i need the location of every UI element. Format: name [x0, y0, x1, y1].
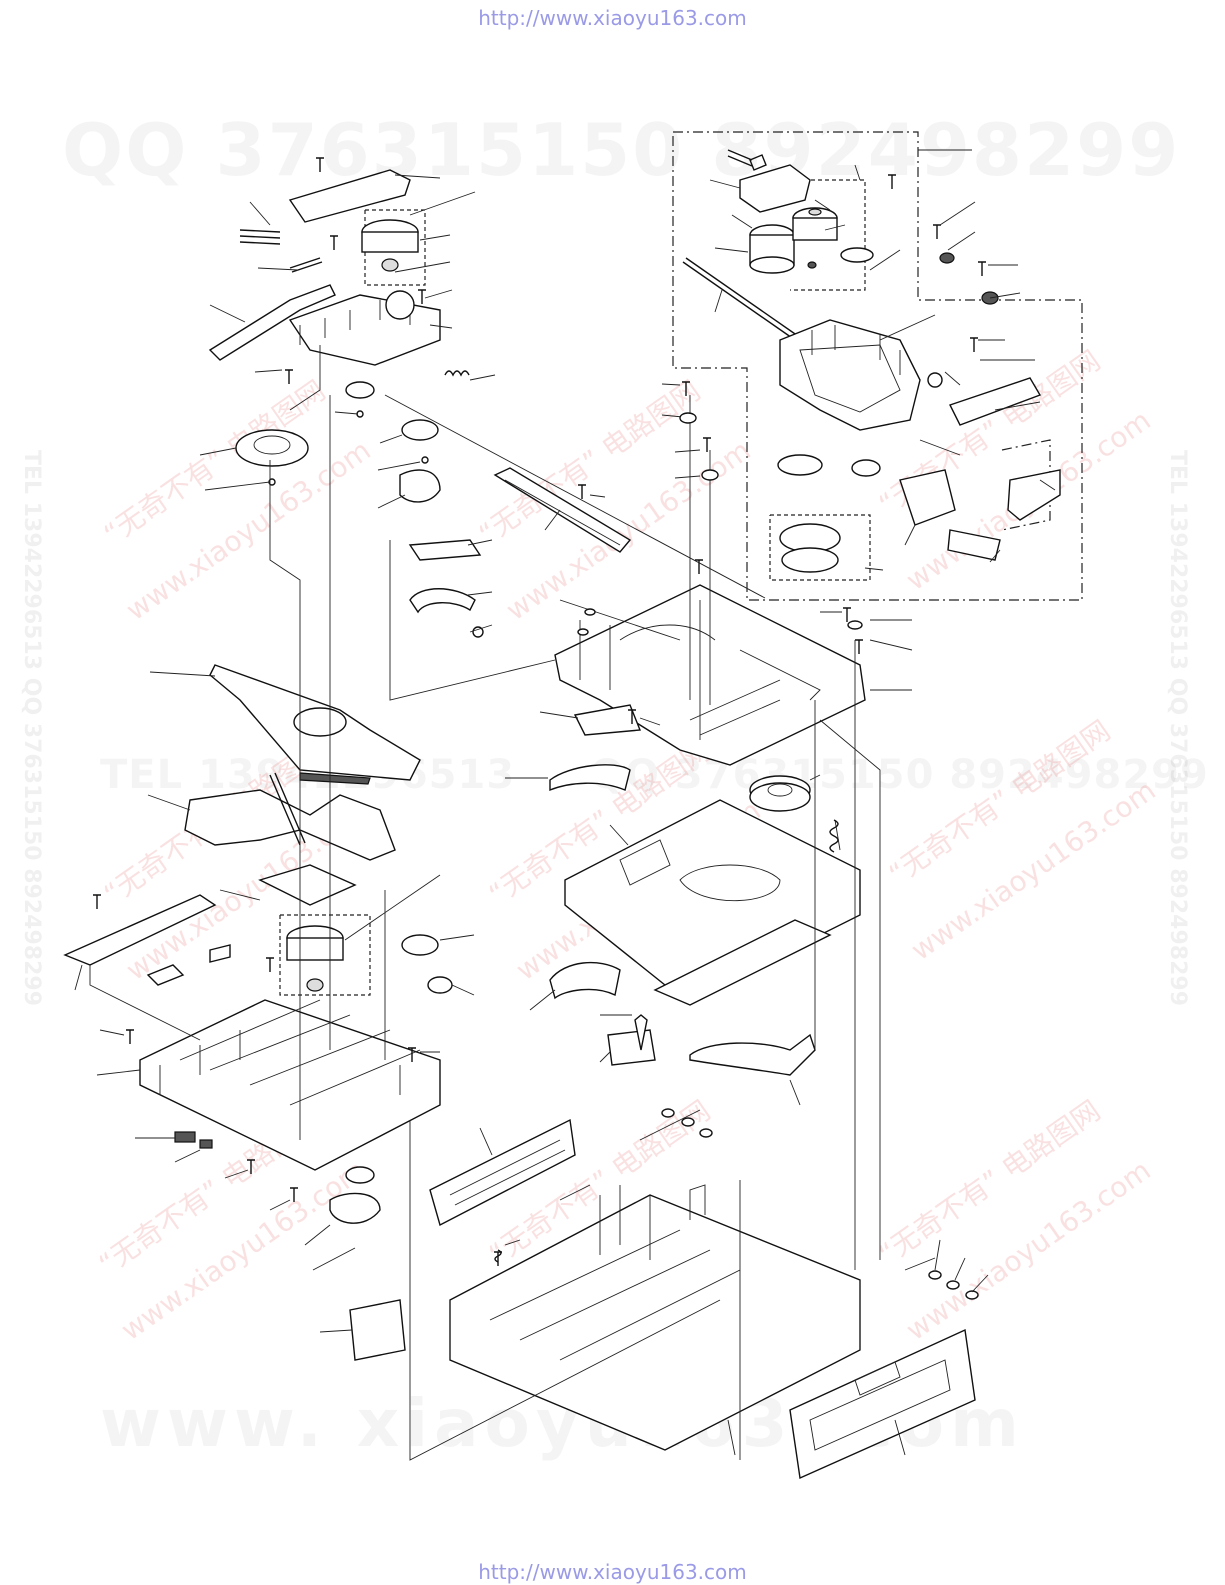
front-panel [789, 1328, 976, 1480]
lock-lever [349, 1299, 406, 1361]
top-left-motor [361, 219, 419, 272]
leader-lines [74, 149, 1056, 1461]
optical-pickup [899, 469, 1001, 561]
wire-harness [239, 229, 281, 245]
mid-left-chassis [139, 999, 441, 1171]
turntable [777, 454, 881, 573]
spindle-motor [749, 207, 999, 305]
top-left-bracket [288, 169, 426, 286]
footer-url[interactable]: http://www.xiaoyu163.com [478, 1560, 747, 1584]
pulley [749, 775, 811, 812]
top-left-gears [235, 381, 441, 503]
watermark-qq: QQ 376315150 892498299 [62, 108, 1180, 192]
door-panel [429, 1118, 576, 1227]
tray-slider [493, 467, 632, 553]
pickup-chassis [779, 319, 921, 431]
clamp-parts [549, 704, 641, 792]
rollers [494, 372, 943, 1263]
top-left-chassis [288, 290, 441, 366]
watermark-tel-qq: QQ 376315150 892498299 [590, 752, 1209, 798]
guide-shaft [682, 261, 796, 341]
mid-left-motor [279, 914, 453, 996]
slide-lever [208, 257, 336, 361]
cam-plate [184, 789, 396, 861]
header-url[interactable]: http://www.xiaoyu163.com [478, 6, 747, 30]
flat-cable [949, 377, 1061, 521]
screws [93, 157, 986, 1266]
spring [444, 370, 470, 377]
motor-bracket [727, 149, 811, 213]
shutter-plate [258, 864, 357, 906]
tray-link-parts [408, 539, 484, 638]
pcb-board [63, 894, 217, 966]
mid-left-small-parts [146, 944, 381, 1224]
loading-arm-left [209, 664, 421, 785]
lower-plate-right [549, 919, 832, 1076]
washers [661, 1108, 979, 1300]
